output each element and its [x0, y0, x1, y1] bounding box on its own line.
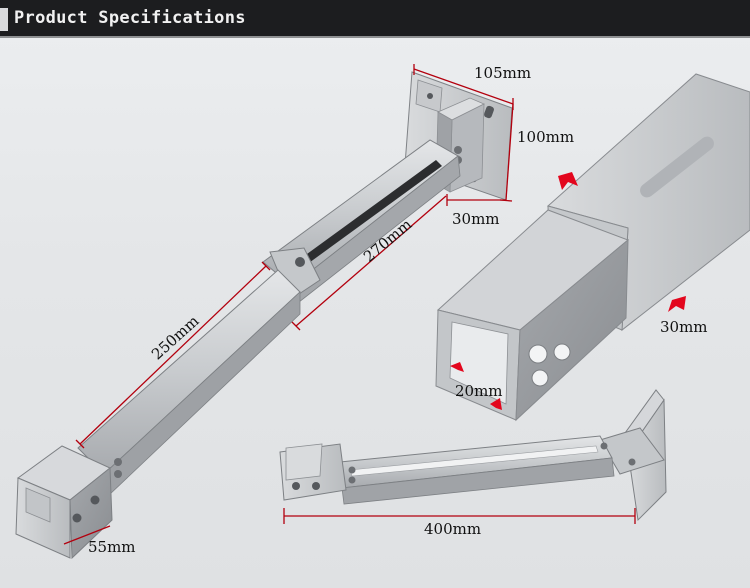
- page-title: Product Specifications: [14, 8, 246, 28]
- product-illustration: [15, 64, 750, 560]
- header-divider: [0, 36, 750, 38]
- plate-depth-label: 30mm: [452, 210, 500, 228]
- tube-closeup: [435, 73, 750, 422]
- header-accent: [0, 8, 8, 31]
- header-bar: Product Specifications: [0, 0, 750, 38]
- plate-height-label: 100mm: [517, 128, 575, 146]
- tube-channel-label: 20mm: [455, 382, 503, 400]
- head-block-label: 55mm: [88, 538, 136, 556]
- tube-width-label: 30mm: [660, 318, 708, 336]
- plate-width-label: 105mm: [474, 64, 532, 82]
- dimension-line-bottom: [283, 508, 636, 524]
- dimension-lines-left: [63, 64, 514, 545]
- extended-arm: [15, 71, 513, 560]
- retracted-arm: [279, 389, 667, 522]
- total-length-label: 400mm: [424, 520, 482, 538]
- arrow-markers: [450, 172, 686, 410]
